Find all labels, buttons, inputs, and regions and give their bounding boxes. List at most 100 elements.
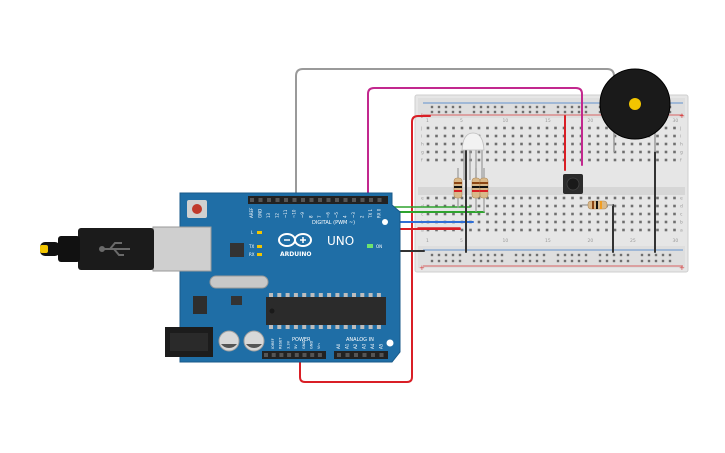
digital-pin-socket[interactable] <box>309 198 314 202</box>
breadboard-hole[interactable] <box>664 126 668 130</box>
power-pin-socket[interactable] <box>264 353 268 357</box>
breadboard-hole[interactable] <box>528 150 532 154</box>
breadboard-hole[interactable] <box>656 150 659 154</box>
rail-hole[interactable] <box>479 110 483 114</box>
analog-pin-socket[interactable] <box>345 353 350 357</box>
breadboard-hole[interactable] <box>579 212 583 216</box>
breadboard-hole[interactable] <box>486 196 489 200</box>
breadboard-hole[interactable] <box>571 150 574 154</box>
rail-hole[interactable] <box>486 253 490 257</box>
breadboard-hole[interactable] <box>503 126 506 130</box>
rail-hole[interactable] <box>598 253 602 257</box>
breadboard-hole[interactable] <box>605 126 608 130</box>
breadboard-hole[interactable] <box>486 134 489 138</box>
breadboard-hole[interactable] <box>673 220 676 224</box>
rail-hole[interactable] <box>472 259 476 263</box>
breadboard-hole[interactable] <box>537 134 540 138</box>
digital-pin-socket[interactable] <box>258 198 263 202</box>
breadboard-hole[interactable] <box>647 150 651 154</box>
breadboard-hole[interactable] <box>503 142 506 146</box>
digital-pin-socket[interactable] <box>335 198 339 202</box>
breadboard-hole[interactable] <box>528 142 532 146</box>
breadboard-hole[interactable] <box>486 150 489 154</box>
breadboard-hole[interactable] <box>673 142 676 146</box>
breadboard-hole[interactable] <box>571 228 574 232</box>
rail-hole[interactable] <box>577 259 581 263</box>
breadboard-hole[interactable] <box>673 134 676 138</box>
breadboard-hole[interactable] <box>520 228 523 232</box>
breadboard-hole[interactable] <box>545 196 549 200</box>
rail-hole[interactable] <box>612 253 616 257</box>
breadboard-hole[interactable] <box>435 196 438 200</box>
breadboard-hole[interactable] <box>520 204 523 208</box>
breadboard-hole[interactable] <box>630 158 634 162</box>
breadboard-hole[interactable] <box>656 220 659 224</box>
breadboard-hole[interactable] <box>443 150 447 154</box>
breadboard-hole[interactable] <box>528 220 532 224</box>
digital-pin-socket[interactable] <box>292 198 297 202</box>
breadboard-hole[interactable] <box>656 196 659 200</box>
rail-hole[interactable] <box>542 253 546 257</box>
breadboard-hole[interactable] <box>554 142 557 146</box>
breadboard-hole[interactable] <box>443 134 447 138</box>
breadboard-hole[interactable] <box>596 158 600 162</box>
rail-hole[interactable] <box>626 259 630 263</box>
breadboard-hole[interactable] <box>588 126 591 130</box>
breadboard-hole[interactable] <box>503 204 506 208</box>
breadboard-hole[interactable] <box>664 150 668 154</box>
rail-hole[interactable] <box>640 253 644 257</box>
breadboard-hole[interactable] <box>596 212 600 216</box>
rail-hole[interactable] <box>535 259 539 263</box>
power-pin-socket[interactable] <box>279 353 284 357</box>
breadboard-hole[interactable] <box>443 158 447 162</box>
breadboard-hole[interactable] <box>639 228 642 232</box>
usb-cable[interactable] <box>40 228 154 270</box>
breadboard-hole[interactable] <box>571 212 574 216</box>
breadboard-hole[interactable] <box>452 134 455 138</box>
breadboard-hole[interactable] <box>460 142 464 146</box>
breadboard-hole[interactable] <box>443 196 447 200</box>
breadboard-hole[interactable] <box>639 204 642 208</box>
rail-hole[interactable] <box>437 259 441 263</box>
breadboard-hole[interactable] <box>571 196 574 200</box>
rail-hole[interactable] <box>500 253 504 257</box>
breadboard-hole[interactable] <box>443 126 447 130</box>
breadboard-hole[interactable] <box>477 212 481 216</box>
rail-hole[interactable] <box>451 259 455 263</box>
breadboard-hole[interactable] <box>452 158 455 162</box>
rail-hole[interactable] <box>584 253 588 257</box>
breadboard-hole[interactable] <box>528 204 532 208</box>
rail-hole[interactable] <box>479 253 483 257</box>
breadboard-hole[interactable] <box>596 228 600 232</box>
rail-hole[interactable] <box>472 110 476 114</box>
rail-hole[interactable] <box>556 259 560 263</box>
breadboard-hole[interactable] <box>469 196 472 200</box>
breadboard-hole[interactable] <box>545 204 549 208</box>
breadboard-hole[interactable] <box>477 150 481 154</box>
rail-hole[interactable] <box>619 259 623 263</box>
breadboard-hole[interactable] <box>520 196 523 200</box>
analog-pin-socket[interactable] <box>362 353 367 357</box>
breadboard-hole[interactable] <box>588 150 591 154</box>
breadboard-hole[interactable] <box>554 204 557 208</box>
breadboard-hole[interactable] <box>622 196 625 200</box>
rail-hole[interactable] <box>514 259 518 263</box>
breadboard-hole[interactable] <box>622 150 625 154</box>
breadboard-hole[interactable] <box>537 204 540 208</box>
breadboard-hole[interactable] <box>537 142 540 146</box>
rail-hole[interactable] <box>430 259 434 263</box>
rail-hole[interactable] <box>458 105 462 109</box>
digital-pin-socket[interactable] <box>284 198 288 202</box>
rail-hole[interactable] <box>458 259 462 263</box>
rail-hole[interactable] <box>514 253 518 257</box>
rgb-led[interactable] <box>461 132 485 180</box>
power-pin-socket[interactable] <box>287 353 292 357</box>
breadboard-hole[interactable] <box>511 158 515 162</box>
breadboard-hole[interactable] <box>571 204 574 208</box>
breadboard-hole[interactable] <box>435 142 438 146</box>
rail-hole[interactable] <box>528 259 532 263</box>
breadboard-hole[interactable] <box>494 150 498 154</box>
breadboard-hole[interactable] <box>664 204 668 208</box>
breadboard-hole[interactable] <box>554 220 557 224</box>
breadboard-hole[interactable] <box>605 212 608 216</box>
